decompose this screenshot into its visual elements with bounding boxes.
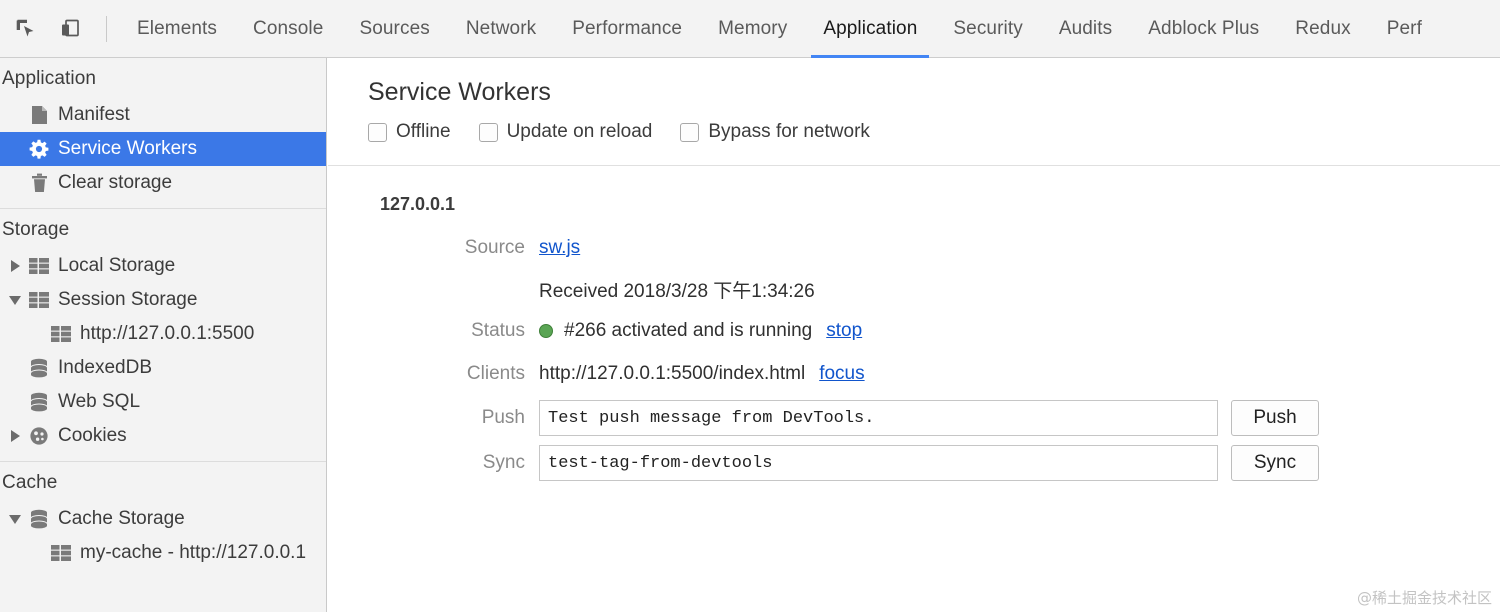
sidebar-item-label: Local Storage — [58, 255, 176, 276]
bypass-for-network-checkbox[interactable]: Bypass for network — [680, 121, 870, 143]
sidebar-item-local-storage[interactable]: Local Storage — [0, 249, 326, 283]
push-label: Push — [481, 407, 525, 428]
database-icon — [26, 392, 52, 412]
tab-adblock-plus[interactable]: Adblock Plus — [1148, 17, 1260, 39]
sidebar-item-web-sql[interactable]: Web SQL — [0, 385, 326, 419]
sidebar-item-service-workers[interactable]: Service Workers — [0, 132, 326, 166]
sidebar-divider — [0, 208, 326, 209]
sidebar-item-label: Cookies — [58, 425, 127, 446]
tab-memory[interactable]: Memory — [718, 17, 788, 39]
chevron-down-icon[interactable] — [4, 295, 26, 305]
checkbox-box[interactable] — [680, 122, 700, 142]
tab-network[interactable]: Network — [465, 17, 537, 39]
inspect-element-icon[interactable] — [4, 0, 48, 58]
tab-security[interactable]: Security — [953, 17, 1023, 39]
sidebar-item-label: Web SQL — [58, 391, 141, 412]
device-toolbar-icon[interactable] — [48, 0, 92, 58]
sidebar-item-label: Session Storage — [58, 289, 198, 310]
sync-row: Sync Sync — [328, 445, 1500, 481]
status-running-dot — [539, 324, 553, 338]
push-button[interactable]: Push — [1231, 400, 1319, 436]
tab-perf[interactable]: Perf — [1386, 17, 1422, 39]
update-on-reload-checkbox[interactable]: Update on reload — [478, 121, 653, 143]
tab-audits[interactable]: Audits — [1058, 17, 1113, 39]
cookie-icon — [26, 426, 52, 446]
bypass-for-network-label: Bypass for network — [708, 121, 870, 142]
database-icon — [26, 358, 52, 378]
sidebar-item-label: my-cache - http://127.0.0.1 — [80, 542, 307, 563]
offline-label: Offline — [396, 121, 451, 142]
sidebar-item-indexeddb[interactable]: IndexedDB — [0, 351, 326, 385]
sidebar-item-session-storage-origin[interactable]: http://127.0.0.1:5500 — [0, 317, 326, 351]
trash-icon — [26, 173, 52, 193]
tab-sources[interactable]: Sources — [359, 17, 430, 39]
table-icon — [48, 326, 74, 342]
sidebar-item-clear-storage[interactable]: Clear storage — [0, 166, 326, 200]
application-sidebar[interactable]: Application Manifest Service Workers — [0, 58, 327, 612]
stop-link[interactable]: stop — [826, 320, 863, 341]
checkbox-box[interactable] — [368, 122, 387, 142]
tab-elements[interactable]: Elements — [137, 17, 218, 39]
focus-link[interactable]: focus — [819, 363, 865, 384]
sync-tag-input[interactable] — [539, 445, 1218, 481]
sidebar-item-label: Cache Storage — [58, 508, 185, 529]
clients-row: Clients http://127.0.0.1:5500/index.html… — [328, 357, 1500, 391]
status-row: Status #266 activated and is running sto… — [328, 314, 1500, 348]
sidebar-section-title-storage: Storage — [2, 219, 70, 240]
sidebar-item-label: Clear storage — [58, 172, 173, 193]
sidebar-section-title-cache: Cache — [2, 472, 58, 493]
sidebar-section-title-application: Application — [2, 68, 97, 89]
toolbar-divider — [106, 15, 107, 42]
push-row: Push Push — [328, 400, 1500, 436]
source-script-link[interactable]: sw.js — [539, 237, 581, 258]
sync-button[interactable]: Sync — [1231, 445, 1319, 481]
source-row: Source sw.js — [328, 231, 1500, 265]
sidebar-item-session-storage[interactable]: Session Storage — [0, 283, 326, 317]
offline-checkbox[interactable]: Offline — [368, 121, 451, 143]
sidebar-item-my-cache[interactable]: my-cache - http://127.0.0.1 — [0, 536, 326, 570]
tab-performance[interactable]: Performance — [572, 17, 683, 39]
tab-redux[interactable]: Redux — [1295, 17, 1351, 39]
sidebar-item-cookies[interactable]: Cookies — [0, 419, 326, 453]
service-worker-origin: 127.0.0.1 — [380, 194, 456, 214]
status-text: #266 activated and is running — [564, 320, 813, 341]
push-message-input[interactable] — [539, 400, 1218, 436]
sync-label: Sync — [482, 452, 525, 473]
manifest-file-icon — [26, 105, 52, 125]
chevron-right-icon[interactable] — [4, 430, 26, 442]
sidebar-item-label: IndexedDB — [58, 357, 153, 378]
table-icon — [26, 292, 52, 308]
received-text: Received 2018/3/28 下午1:34:26 — [539, 280, 815, 302]
panel-tabs: Elements Console Sources Network Perform… — [119, 0, 1440, 58]
table-icon — [26, 258, 52, 274]
tab-console[interactable]: Console — [253, 17, 324, 39]
chevron-down-icon[interactable] — [4, 514, 26, 524]
gear-icon — [26, 139, 52, 159]
sidebar-item-cache-storage[interactable]: Cache Storage — [0, 502, 326, 536]
sidebar-item-label: Service Workers — [58, 138, 198, 159]
service-worker-options: Offline Update on reload Bypass for netw… — [328, 107, 1500, 143]
chevron-right-icon[interactable] — [4, 260, 26, 272]
source-label: Source — [464, 237, 525, 258]
sidebar-divider — [0, 461, 326, 462]
sidebar-item-label: Manifest — [58, 104, 130, 125]
table-icon — [48, 545, 74, 561]
checkbox-box[interactable] — [478, 122, 498, 142]
panel-divider — [328, 165, 1500, 166]
status-label: Status — [471, 320, 525, 341]
sidebar-item-label: http://127.0.0.1:5500 — [80, 323, 255, 344]
service-workers-panel: Service Workers Offline Update on reload… — [328, 58, 1500, 612]
watermark: @稀土掘金技术社区 — [1356, 589, 1492, 607]
devtools-toolbar: Elements Console Sources Network Perform… — [0, 0, 1500, 58]
received-row: Received 2018/3/28 下午1:34:26 — [328, 274, 1500, 304]
clients-url: http://127.0.0.1:5500/index.html — [539, 363, 806, 384]
tab-application[interactable]: Application — [805, 0, 935, 58]
sidebar-item-manifest[interactable]: Manifest — [0, 98, 326, 132]
update-on-reload-label: Update on reload — [506, 121, 653, 142]
clients-label: Clients — [466, 363, 525, 384]
service-worker-details: Source sw.js Received 2018/3/28 下午1:34:2… — [328, 215, 1500, 481]
database-icon — [26, 509, 52, 529]
page-title: Service Workers — [368, 78, 551, 106]
